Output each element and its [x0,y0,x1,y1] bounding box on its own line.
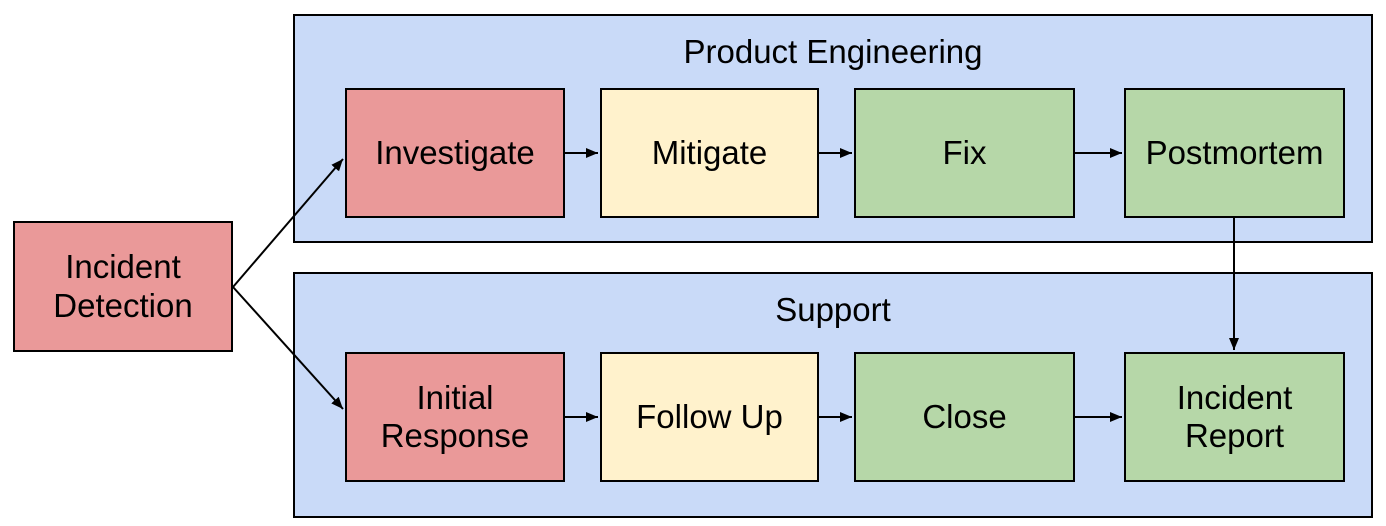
node-incident-detection: Incident Detection [13,221,233,352]
node-follow-up: Follow Up [600,352,819,482]
node-postmortem: Postmortem [1124,88,1345,218]
node-fix: Fix [854,88,1075,218]
node-mitigate: Mitigate [600,88,819,218]
node-initial-response: Initial Response [345,352,565,482]
container-title-support: Support [775,291,891,328]
node-investigate: Investigate [345,88,565,218]
node-incident-report: Incident Report [1124,352,1345,482]
node-close: Close [854,352,1075,482]
container-title-product-engineering: Product Engineering [683,33,983,70]
